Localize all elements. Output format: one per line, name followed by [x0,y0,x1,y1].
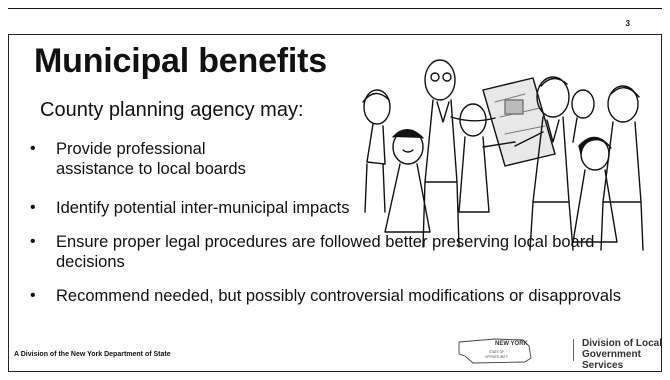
bullet-modifications: Recommend needed, but possibly controver… [30,286,630,306]
intro-text: County planning agency may: [40,99,304,121]
slide-title: Municipal benefits [34,42,327,80]
slide-frame [8,34,662,372]
division-line-2: Government Services [582,349,641,371]
slide-number: 3 [625,19,630,28]
bullet-legal-procedures: Ensure proper legal procedures are follo… [30,232,630,272]
new-york-state-logo: NEW YORK STATE OF OPPORTUNITY [458,338,532,364]
top-rule [8,8,662,9]
bullet-professional-assistance: Provide professional assistance to local… [30,139,276,179]
division-line-1: Division of Local [582,338,663,349]
logo-divider [573,339,574,361]
svg-text:STATE OF: STATE OF [489,350,504,354]
bullet-inter-municipal-impacts: Identify potential inter-municipal impac… [30,198,630,218]
division-name: Division of Local Government Services [582,338,670,371]
cartoon-meeting-illustration [362,59,644,251]
benefits-list: Provide professional assistance to local… [30,139,630,306]
svg-text:NEW YORK: NEW YORK [495,341,529,347]
footer-text: A Division of the New York Department of… [14,351,171,358]
svg-text:OPPORTUNITY: OPPORTUNITY [485,355,509,359]
